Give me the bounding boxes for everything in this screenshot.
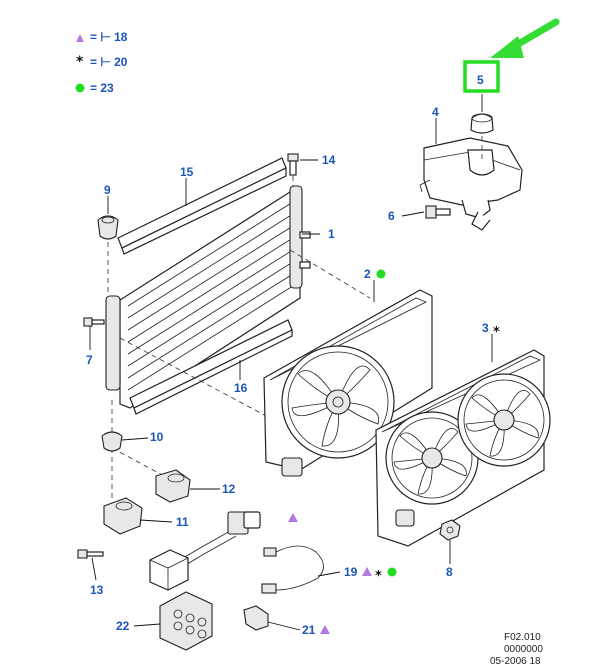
footer-line2: 0000000 — [504, 644, 543, 655]
callout-8: 8 — [446, 565, 453, 579]
radiator-upper-seal — [117, 157, 287, 255]
bracket-11 — [103, 497, 143, 535]
wiring-harness — [179, 511, 298, 567]
legend-triangle-icon — [76, 34, 84, 42]
legend-triangle-text: = ⊢ 18 — [90, 30, 128, 44]
footer-line3: 05-2006 18 — [490, 656, 541, 667]
callout-16: 16 — [234, 381, 248, 395]
callout-21: 21 — [302, 623, 316, 637]
radiator-upper-mount — [97, 215, 119, 240]
callout-14: 14 — [322, 153, 336, 167]
callout-15: 15 — [180, 165, 194, 179]
radiator-fins — [127, 199, 297, 391]
callout-21-triangle-icon — [320, 625, 330, 634]
cable-19 — [261, 545, 324, 594]
callouts: 5 4 6 1 15 14 9 7 16 2 3 * 10 12 11 13 1… — [86, 73, 500, 637]
tank-bolt — [425, 205, 451, 219]
fan-shroud-3 — [375, 349, 551, 547]
callout-3: 3 — [482, 321, 489, 335]
radiator — [105, 185, 311, 409]
expansion-tank-cap — [470, 113, 494, 134]
callout-9: 9 — [104, 183, 111, 197]
callout-2-dot-icon — [376, 269, 386, 279]
expansion-tank — [419, 137, 523, 231]
radiator-lower-seal — [129, 319, 293, 415]
bracket-12 — [155, 469, 191, 503]
highlight-box — [463, 60, 500, 93]
legend-star-icon: * — [76, 54, 84, 70]
legend: = ⊢ 18 * = ⊢ 20 = 23 — [75, 30, 128, 95]
legend-dot-text: = 23 — [90, 81, 114, 95]
callout-10: 10 — [150, 430, 164, 444]
highlight-arrow — [490, 18, 560, 58]
callout-2: 2 — [364, 267, 371, 281]
callout-7: 7 — [86, 353, 93, 367]
resistor-block — [149, 549, 189, 591]
callout-19: 19 — [344, 565, 358, 579]
resistor-22 — [159, 591, 213, 651]
legend-star-text: = ⊢ 20 — [90, 55, 128, 69]
callout-5: 5 — [477, 73, 484, 87]
leader-lines — [89, 94, 493, 631]
callout-11: 11 — [176, 515, 189, 529]
callout-6: 6 — [388, 209, 395, 223]
callout-13: 13 — [90, 583, 104, 597]
legend-dot-icon — [75, 83, 85, 93]
clip-21 — [243, 605, 269, 631]
callout-12: 12 — [222, 482, 236, 496]
callout-19-triangle-icon — [362, 567, 372, 576]
callout-3-star-icon: * — [493, 325, 500, 340]
harness-triangle-icon — [288, 513, 298, 522]
callout-1: 1 — [328, 227, 335, 241]
footer-line1: F02.010 — [504, 632, 541, 643]
callout-22: 22 — [116, 619, 130, 633]
fan-shroud-2 — [263, 289, 433, 477]
shroud-nut — [439, 519, 461, 541]
callout-19-dot-icon — [387, 567, 397, 577]
radiator-lower-mount — [101, 431, 123, 452]
bolt-13 — [77, 549, 104, 559]
callout-19-star-icon: * — [375, 569, 382, 584]
callout-4: 4 — [432, 105, 439, 119]
footer: F02.010 0000000 05-2006 18 — [490, 632, 543, 667]
radiator-bolt-7 — [83, 317, 105, 327]
radiator-bolt-14 — [287, 153, 299, 176]
